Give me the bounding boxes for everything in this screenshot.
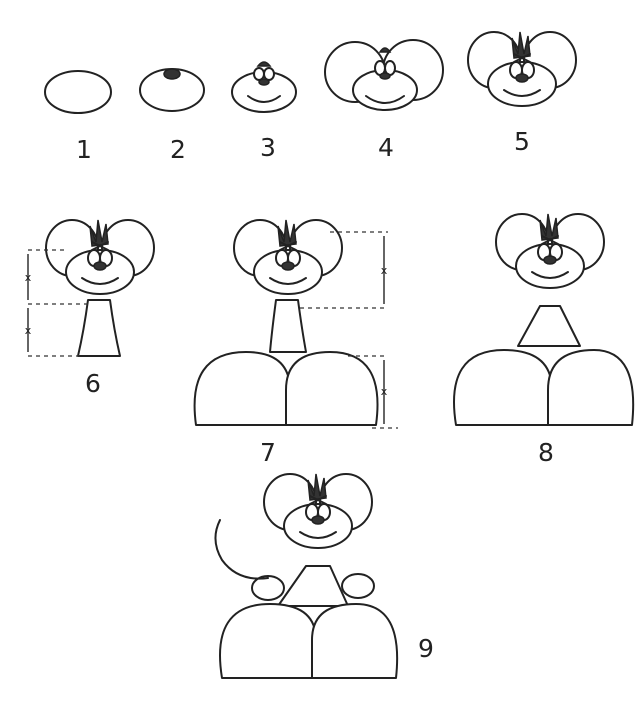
- step-7-body-outline: [269, 299, 307, 353]
- step-9: [214, 473, 399, 679]
- step-6-body-outline: [77, 299, 121, 357]
- step-8-foot-left: [453, 349, 553, 426]
- step-3-eye-left: [253, 67, 265, 81]
- step-7-marker-upper: x: [381, 264, 388, 277]
- step-7-head: [233, 219, 343, 295]
- step-number-7: 7: [260, 438, 276, 467]
- step-number-6: 6: [85, 369, 101, 398]
- step-3-mouth: [247, 95, 281, 103]
- step-6-head: [45, 219, 155, 295]
- step-9-hand-right: [341, 573, 375, 599]
- step-5: [467, 31, 577, 107]
- step-4-tuft: [378, 47, 392, 53]
- step-6: x x: [25, 219, 155, 357]
- step-4-mouth: [365, 95, 405, 104]
- step-number-8: 8: [538, 438, 554, 467]
- step-number-4: 4: [378, 133, 394, 162]
- step-3-nose: [258, 78, 270, 86]
- step-9-foot-left: [219, 603, 317, 679]
- step-6-marker-upper: x: [25, 271, 32, 284]
- step-6-marker-lower: x: [25, 324, 32, 337]
- step-3-tuft-start: [256, 61, 272, 67]
- step-9-foot-right: [311, 603, 399, 679]
- step-2-nose: [163, 68, 181, 80]
- step-number-3: 3: [260, 133, 276, 162]
- step-3-head-oval: [231, 71, 297, 113]
- step-7: x x: [193, 219, 398, 429]
- step-8: [453, 213, 635, 426]
- step-7-foot-left: [193, 351, 291, 426]
- step-3-eye-right: [263, 67, 275, 81]
- step-8-foot-right: [547, 349, 635, 426]
- step-number-1: 1: [76, 135, 92, 164]
- step-1: [44, 70, 112, 114]
- step-9-dress: [277, 565, 349, 607]
- step-7-foot-right: [285, 351, 379, 426]
- step-3: [231, 61, 297, 113]
- step-9-head: [263, 473, 373, 549]
- step-number-5: 5: [514, 127, 530, 156]
- step-4: [324, 39, 444, 111]
- step-7-marker-lower: x: [381, 385, 388, 398]
- step-8-head: [495, 213, 605, 289]
- step-number-9: 9: [418, 634, 434, 663]
- step-4-nose: [379, 72, 391, 80]
- step-8-dress: [517, 305, 581, 347]
- step-2: [139, 68, 205, 112]
- step-number-2: 2: [170, 135, 186, 164]
- step-9-tail: [214, 519, 269, 580]
- step-9-hand-left: [251, 575, 285, 601]
- step-1-head-oval: [44, 70, 112, 114]
